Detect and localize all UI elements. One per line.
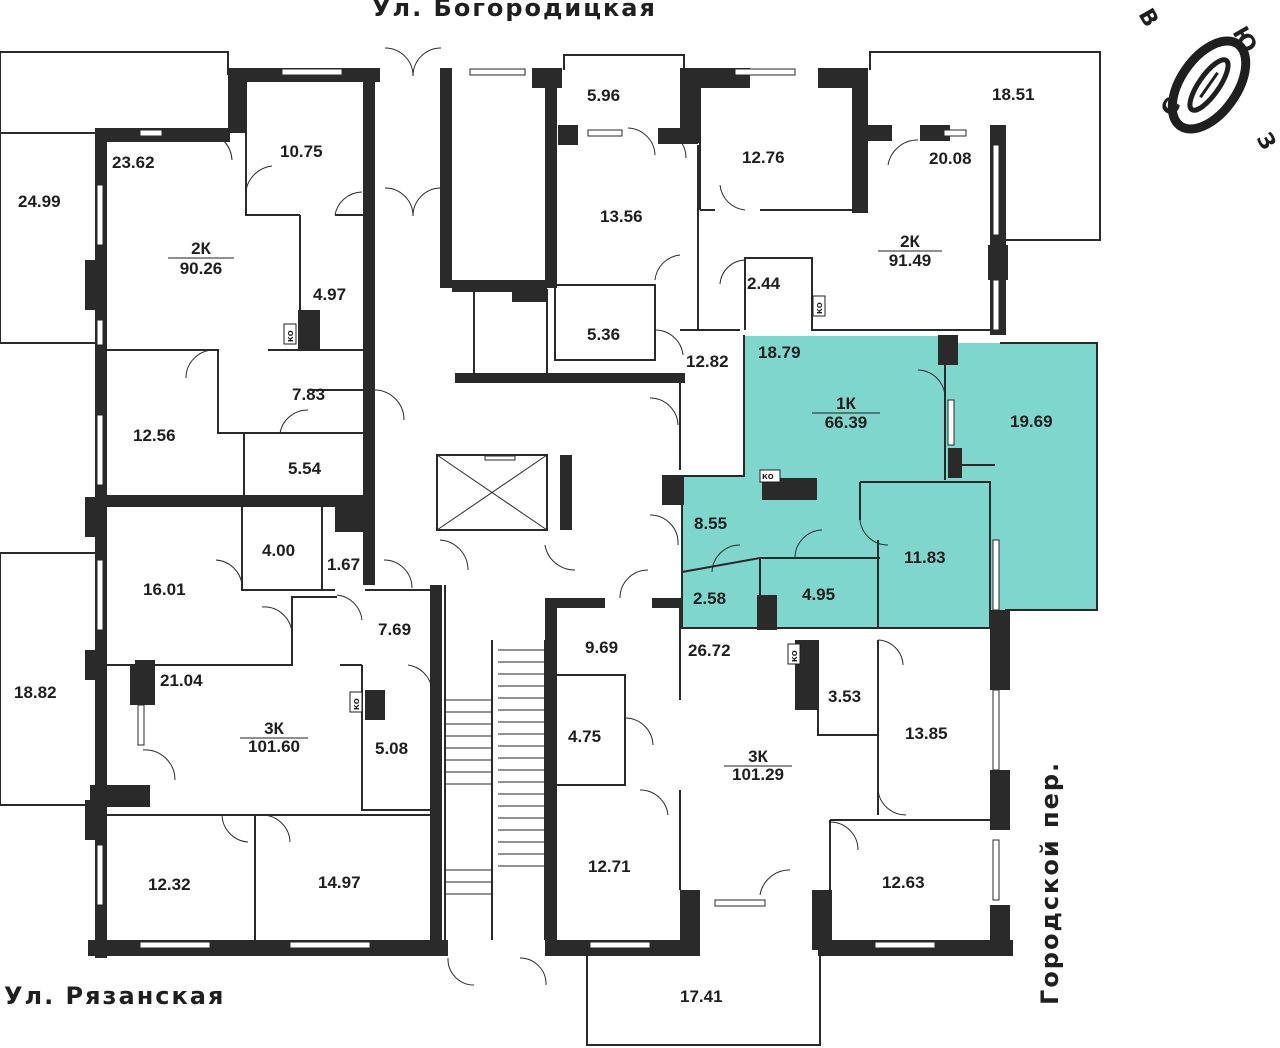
room-area: 12.82 (686, 352, 729, 371)
apartment-area: 66.39 (825, 413, 868, 432)
room-area: 23.62 (112, 153, 155, 172)
room-area: 5.96 (587, 86, 620, 105)
room-area: 14.97 (318, 873, 361, 892)
room-area: 4.97 (313, 285, 346, 304)
stairs (445, 649, 545, 895)
room-area: 7.83 (292, 385, 325, 404)
room-area: 10.75 (280, 142, 323, 161)
apartment-area: 91.49 (889, 251, 932, 270)
compass-south-letter: Ю (1227, 23, 1262, 58)
compass-icon (1167, 36, 1251, 134)
street-north-label: Ул. Богородицкая (372, 0, 657, 22)
selected-apartment-fill[interactable] (682, 336, 1097, 628)
compass-east-letter: В (1133, 5, 1163, 32)
room-area: 12.56 (133, 426, 176, 445)
apartment-area: 101.60 (248, 737, 300, 756)
room-area: 7.69 (378, 620, 411, 639)
room-area: 12.71 (588, 857, 631, 876)
compass-north-letter: С (1156, 94, 1186, 122)
room-area: 16.01 (143, 580, 186, 599)
apartment-area: 90.26 (180, 259, 223, 278)
room-area: 5.54 (288, 459, 322, 478)
ko-label: КО (816, 302, 824, 314)
room-area: 11.83 (904, 548, 946, 567)
ko-label: КО (762, 473, 774, 481)
street-south-label: Ул. Рязанская (4, 982, 225, 1010)
doors (142, 47, 946, 986)
apartment-se[interactable]: 3К 101.29 (724, 747, 792, 784)
partition-walls (107, 82, 995, 940)
apartment-sw[interactable]: 3К 101.60 (240, 719, 308, 756)
ko-label: КО (353, 698, 361, 710)
room-area: 5.08 (375, 739, 408, 758)
apartment-type: 3К (748, 747, 768, 766)
ko-label: КО (287, 330, 295, 342)
room-area: 4.95 (802, 585, 835, 604)
room-area: 4.00 (262, 541, 295, 560)
room-area: 3.53 (828, 687, 861, 706)
room-area: 2.44 (747, 274, 781, 293)
apartment-type: 3К (264, 719, 284, 738)
apartment-area: 101.29 (732, 765, 784, 784)
apartment-nw[interactable]: 2К 90.26 (168, 239, 234, 278)
room-area: 8.55 (694, 514, 727, 533)
street-east-label: Городской пер. (1036, 761, 1064, 1005)
room-area: 17.41 (680, 987, 723, 1006)
room-area: 2.58 (693, 589, 726, 608)
room-area: 13.56 (600, 207, 643, 226)
room-area: 4.75 (568, 727, 601, 746)
compass-west-letter: З (1251, 129, 1280, 155)
room-area: 9.69 (585, 638, 618, 657)
room-area: 12.76 (742, 148, 785, 167)
room-area: 26.72 (688, 641, 731, 660)
room-area: 18.82 (14, 683, 57, 702)
room-areas: 24.99 23.62 10.75 4.97 7.83 12.56 5.54 4… (14, 85, 1053, 1006)
ko-markers: КО КО КО КО КО (283, 295, 826, 713)
apartment-type: 1К (836, 394, 856, 413)
room-area: 18.51 (992, 85, 1035, 104)
windows (96, 68, 1000, 949)
apartment-type: 2К (191, 239, 211, 258)
apartment-ne[interactable]: 2К 91.49 (878, 232, 942, 270)
room-area: 12.63 (882, 873, 925, 892)
room-area: 20.08 (929, 149, 972, 168)
room-area: 21.04 (160, 671, 203, 690)
apartment-type: 2К (900, 232, 920, 251)
apartment-selected[interactable]: 1К 66.39 (812, 394, 880, 432)
room-area: 12.32 (148, 875, 191, 894)
room-area: 13.85 (905, 724, 948, 743)
room-area: 18.79 (758, 343, 801, 362)
balconies (0, 51, 1101, 1046)
room-area: 19.69 (1010, 412, 1053, 431)
room-area: 24.99 (18, 192, 61, 211)
room-area: 1.67 (327, 555, 360, 574)
ko-label: КО (791, 650, 799, 662)
room-area: 5.36 (587, 325, 620, 344)
